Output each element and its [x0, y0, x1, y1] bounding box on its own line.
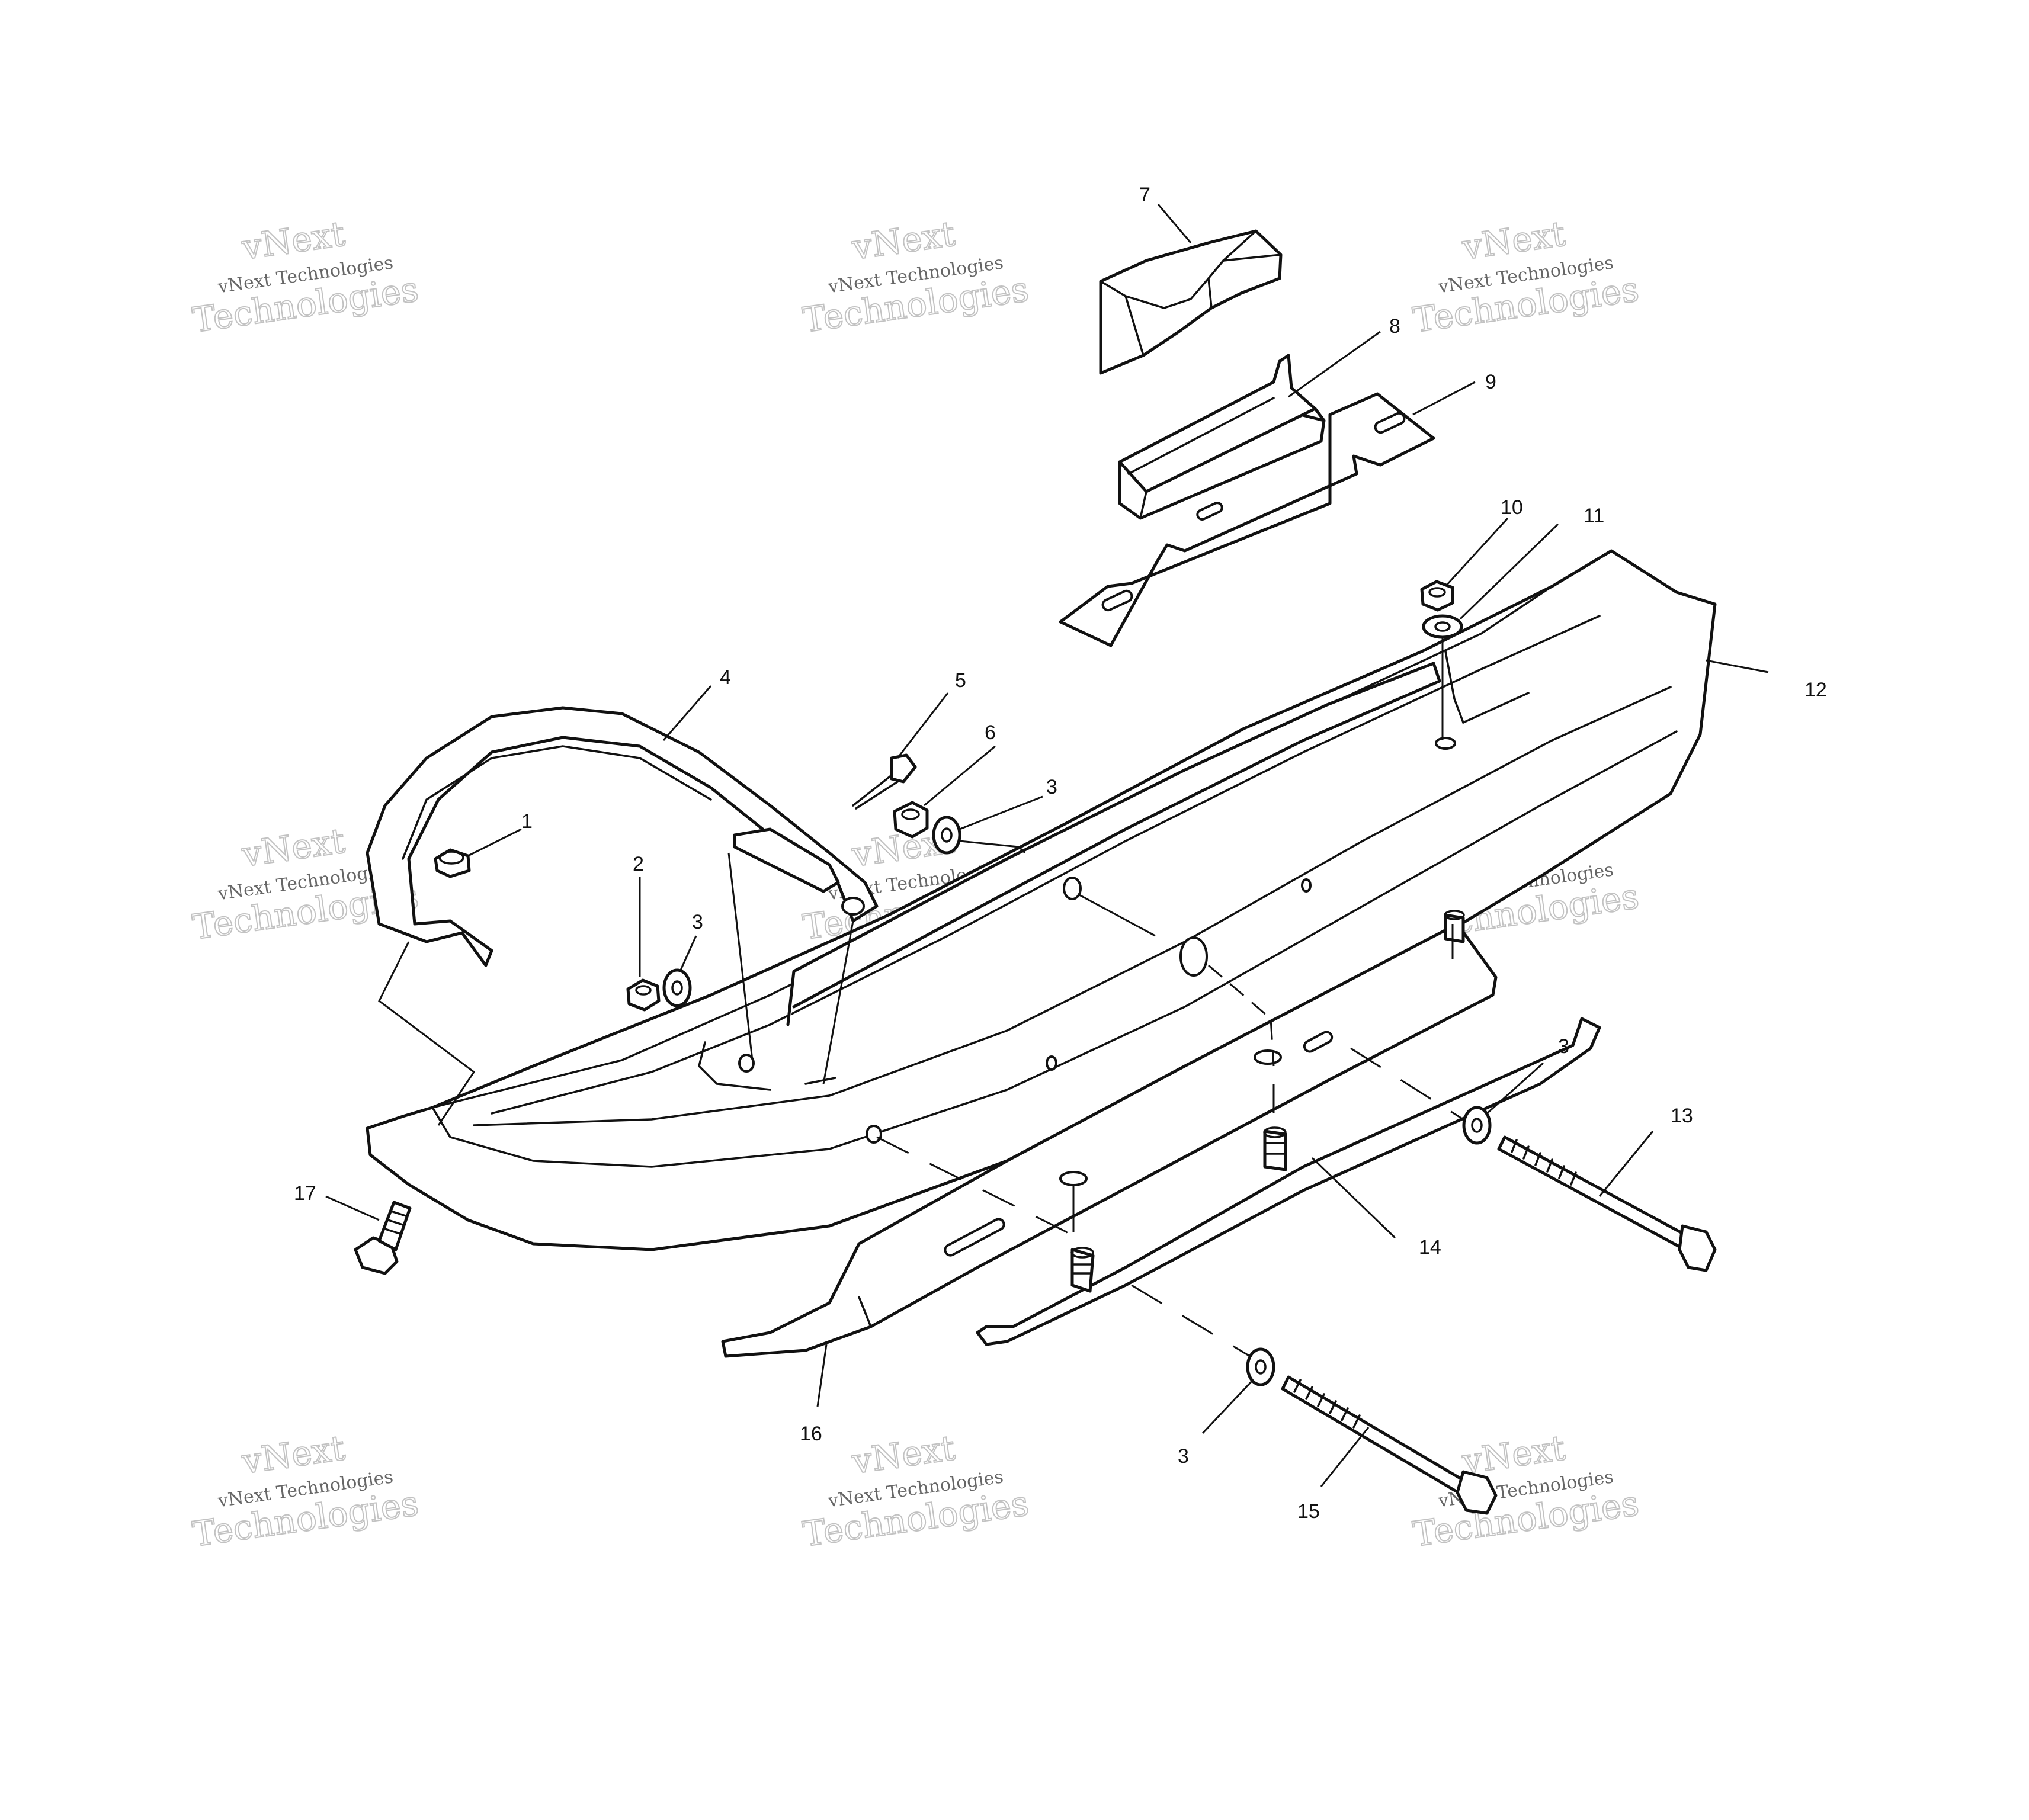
callout-11: 11: [1584, 505, 1604, 527]
watermark-vnext: vNext: [1460, 213, 1568, 268]
callout-12: 12: [1804, 679, 1827, 701]
watermark-bottom-left: vNext vNext Technologies Technologies: [190, 1427, 422, 1555]
watermark-vnext: vNext: [850, 1427, 958, 1482]
callout-1: 1: [521, 810, 533, 833]
part-1-bushing: [434, 848, 471, 878]
part-12-ski-body: [366, 549, 1717, 1251]
part-8-wear-channel: [1118, 354, 1326, 520]
loop-hole: [841, 897, 865, 916]
part-3-washer: [1246, 1347, 1275, 1386]
callout-6: 6: [985, 721, 996, 744]
callout-17: 17: [294, 1182, 316, 1205]
part-2-nut: [626, 978, 661, 1012]
part-14-carbide-runner: [976, 910, 1601, 1346]
watermark-vnext: vNext: [239, 820, 348, 875]
part-15-long-bolt: [1281, 1375, 1498, 1515]
ski-hole: [1179, 936, 1208, 977]
callout-10: 10: [1501, 496, 1523, 519]
ski-hole: [1435, 737, 1456, 750]
wear-bar-hole: [1254, 1049, 1282, 1065]
wear-bar-hole: [1059, 1171, 1088, 1186]
ski-hole: [1063, 877, 1082, 900]
callout-8: 8: [1389, 315, 1400, 338]
slot-hole: [1374, 412, 1406, 434]
callout-3: 3: [1046, 776, 1057, 798]
part-6-nut: [893, 801, 929, 839]
wear-bar-slot: [944, 1218, 1005, 1257]
part-13-long-bolt: [1497, 1135, 1717, 1272]
callout-5: 5: [955, 669, 966, 692]
callout-leaders: [325, 204, 1769, 1487]
callout-9: 9: [1485, 371, 1496, 393]
callout-3: 3: [1558, 1035, 1569, 1058]
assembly-guide-lines: [378, 637, 1464, 1357]
part-17-front-bolt: [354, 1201, 412, 1275]
part-3-washer: [932, 816, 961, 855]
part-7-saddle-block: [1099, 229, 1283, 375]
part-3-washer: [662, 968, 692, 1007]
callout-13: 13: [1671, 1105, 1693, 1127]
slot-hole: [1101, 589, 1133, 612]
part-4-ski-loop: [366, 706, 879, 967]
watermark-vnext: vNext: [239, 1427, 348, 1482]
watermark-vnext: vNext: [239, 213, 348, 268]
callout-16: 16: [800, 1423, 822, 1445]
callout-numbers: 1 2 3 4 5 6 3 7 8 9 10 11 12 3 13 14 3 1…: [294, 184, 1827, 1523]
ski-hole: [1046, 1055, 1057, 1071]
part-9-saddle-plate: [1059, 392, 1435, 647]
part-3-washer: [1462, 1106, 1492, 1145]
wear-bar-slot: [1303, 1031, 1334, 1053]
callout-4: 4: [720, 666, 731, 689]
watermark-top-center: vNext vNext Technologies Technologies: [800, 213, 1032, 341]
callout-3: 3: [692, 911, 703, 933]
ski-hole: [1301, 878, 1312, 893]
watermark-vnext: vNext: [850, 213, 958, 268]
watermark-top-right: vNext vNext Technologies Technologies: [1410, 213, 1642, 341]
part-5-cotter-pin: [852, 753, 917, 810]
part-11-washer: [1422, 614, 1463, 639]
callout-14: 14: [1419, 1236, 1441, 1259]
callout-3: 3: [1178, 1445, 1189, 1468]
part-10-nut: [1420, 580, 1454, 612]
callout-7: 7: [1139, 184, 1150, 206]
callout-2: 2: [633, 853, 644, 875]
ski-hole: [738, 1054, 755, 1073]
slot-hole: [1196, 502, 1223, 521]
watermark-top-left: vNext vNext Technologies Technologies: [190, 213, 422, 341]
ski-hole: [866, 1125, 882, 1144]
watermark-bottom-right: vNext vNext Technologies Technologies: [1410, 1427, 1642, 1555]
watermark-bottom-center: vNext vNext Technologies Technologies: [800, 1427, 1032, 1555]
callout-15: 15: [1297, 1500, 1320, 1523]
